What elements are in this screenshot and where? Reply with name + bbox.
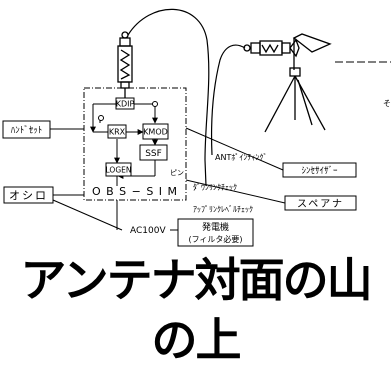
spectrum-analyzer-line: [185, 179, 286, 204]
left-antenna-assembly: [117, 31, 133, 98]
kmod-block: [142, 123, 169, 140]
ant-pointing-label: ANTﾎﾟｲﾝﾃｨﾝｸﾞ: [215, 153, 267, 162]
obs-sim-label: O B S − S I M: [92, 185, 178, 198]
synthesizer-line: [185, 127, 284, 171]
oscilloscope-lines: [52, 194, 123, 231]
caption-title: アンテナ対面の山の上: [20, 253, 372, 367]
handset-label: ﾊﾝﾄﾞｾｯﾄ: [11, 125, 43, 136]
antenna-cable: [127, 8, 210, 187]
logen-label: LOGEN: [106, 166, 132, 175]
obs-sim-antenna-diagram: KDIP KRX KMOD LOGEN SSF O B S − S I M ピン…: [2, 8, 391, 247]
spectrum-analyzer-label: スペアナ: [297, 198, 344, 210]
ssf-label: SSF: [145, 149, 162, 159]
obs-sim-enclosure: [83, 87, 187, 201]
generator-label-line2: (フィルタ必要): [188, 234, 242, 244]
krx-label: KRX: [109, 128, 126, 137]
synthesizer-label: ｼﾝｾｻｲｻﾞｰ: [301, 166, 338, 177]
generator-label-line1: 発電機: [202, 221, 229, 233]
connector-node: [152, 101, 158, 107]
connector-node: [98, 115, 104, 121]
krx-block: [107, 124, 127, 139]
ssf-block: [139, 144, 168, 161]
up-link-level-check-label: ｱｯﾌﾟﾘﾝｸﾚﾍﾞﾙﾁｪｯｸ: [193, 205, 253, 214]
logen-block: [105, 162, 132, 177]
ac100v-label: AC100V: [130, 226, 166, 236]
down-link-check-label: ﾀﾞｳﾝﾘﾝｸﾁｪｯｸ: [193, 183, 237, 192]
oscilloscope-label: オシロ: [9, 189, 48, 202]
kdip-label: KDIP: [116, 100, 135, 109]
right-antenna-tripod: [243, 33, 332, 133]
pin-label: ピン: [170, 169, 184, 177]
generator-box: [177, 218, 254, 247]
kmod-label: KMOD: [143, 128, 168, 137]
edge-fragment-text: そ: [383, 99, 391, 108]
